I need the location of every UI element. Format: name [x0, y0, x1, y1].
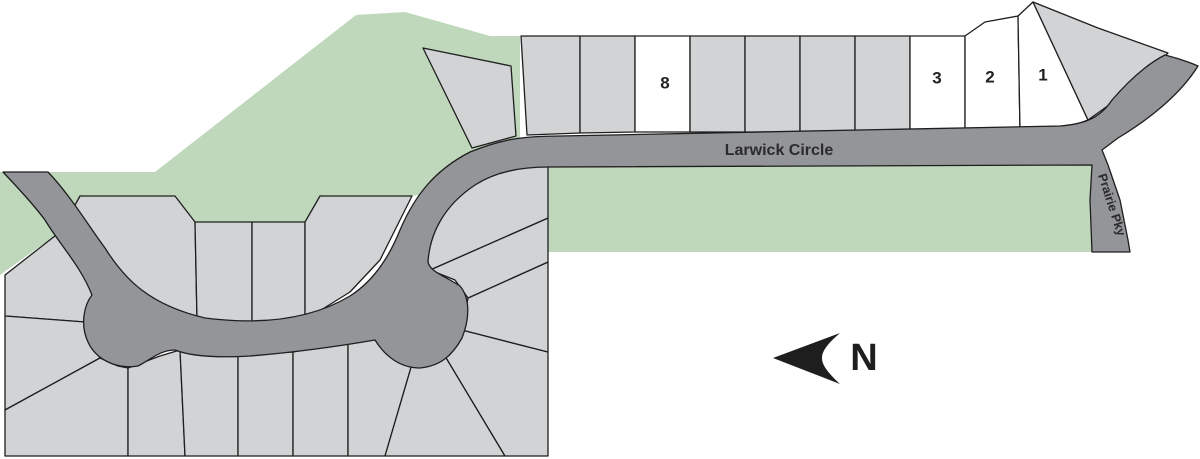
- lot[interactable]: [520, 35, 581, 136]
- lot[interactable]: [422, 47, 517, 149]
- north-letter: N: [850, 337, 877, 379]
- lot[interactable]: [689, 35, 746, 133]
- lot[interactable]: [292, 341, 349, 457]
- larwick-circle-label: Larwick Circle: [725, 142, 834, 159]
- lot[interactable]: [251, 221, 306, 323]
- north-lot-row: [422, 1, 1169, 149]
- lot-3-label: 3: [932, 68, 941, 87]
- cul-de-sac-lots: [4, 163, 549, 457]
- north-compass: N: [773, 333, 878, 384]
- lot[interactable]: [744, 35, 801, 133]
- lot[interactable]: [854, 35, 911, 133]
- north-arrow-icon: [773, 333, 840, 384]
- lot-1-label: 1: [1038, 65, 1047, 84]
- lot-8-label: 8: [660, 73, 669, 92]
- green-space-east: [548, 162, 1092, 252]
- lot[interactable]: [237, 351, 294, 457]
- lot[interactable]: [799, 35, 856, 133]
- lot[interactable]: [579, 35, 636, 134]
- larwick-circle-road: [2, 54, 1199, 369]
- lot[interactable]: [194, 221, 253, 323]
- lot-2-label: 2: [985, 67, 994, 86]
- lot[interactable]: [179, 349, 239, 457]
- green-space-west: [0, 12, 520, 275]
